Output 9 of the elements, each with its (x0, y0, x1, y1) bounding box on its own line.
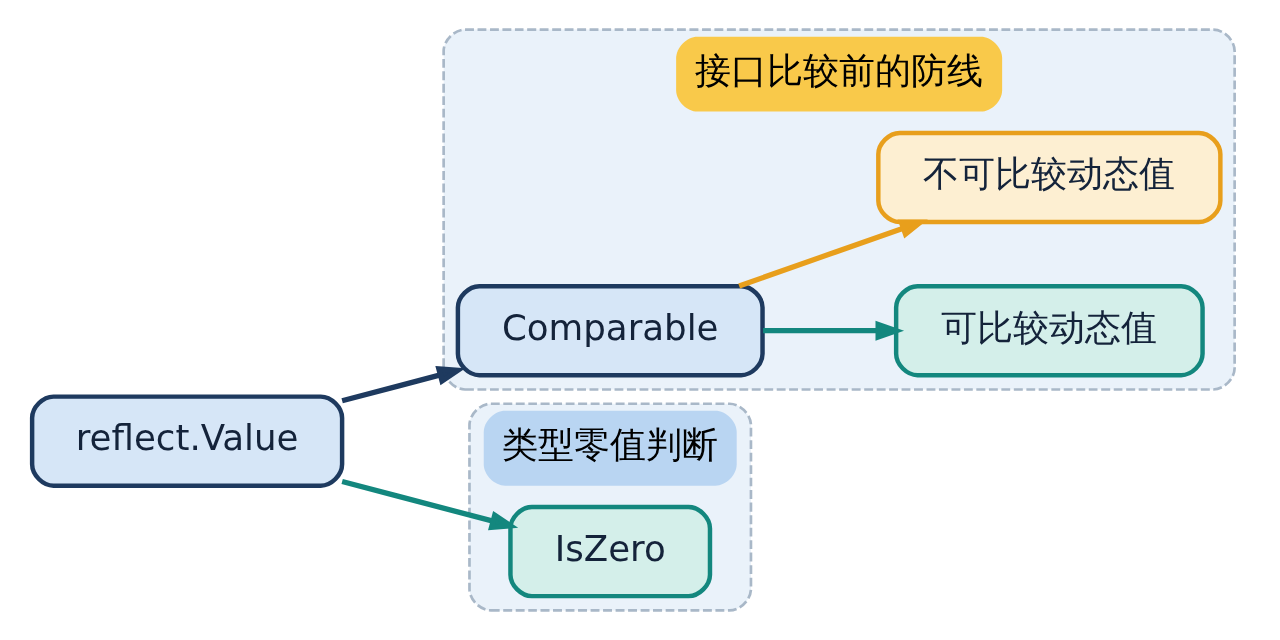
arrow (340, 478, 518, 531)
arrow (340, 365, 465, 404)
node-box: 可比较动态值 (893, 283, 1205, 378)
arrow (737, 219, 928, 289)
node-box: IsZero (507, 504, 712, 599)
node-box: Comparable (455, 283, 765, 378)
node-box: reflect.Value (29, 394, 344, 488)
arrow (762, 320, 904, 341)
node-box: 不可比较动态值 (875, 130, 1223, 225)
